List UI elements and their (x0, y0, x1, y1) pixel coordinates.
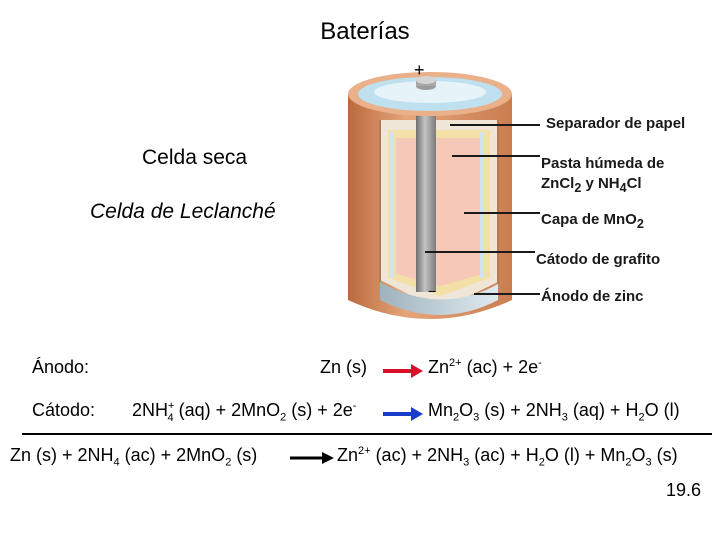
label-separador: Separador de papel (546, 115, 686, 132)
reaction-catodo-reactants: 2NH+4 (aq) + 2MnO2 (s) + 2e- (132, 400, 357, 424)
label-catodo-grafito: Cátodo de grafito (536, 251, 661, 268)
label-pasta: Pasta húmeda de ZnCl2 y NH4Cl (541, 155, 665, 195)
reaction-overall-products: Zn2+ (ac) + 2NH3 (ac) + H2O (l) + Mn2O3 … (337, 445, 678, 469)
reaction-anodo-label: Ánodo: (32, 357, 90, 377)
reaction-anodo-products: Zn2+ (ac) + 2e- (428, 357, 542, 377)
graphite-rod (416, 82, 436, 292)
label-leader-lines (425, 124, 540, 295)
minus-sign: − (428, 283, 436, 299)
reaction-arrow-anodo (383, 364, 423, 378)
separator-strip-left (390, 132, 394, 278)
reaction-arrow-catodo (383, 407, 423, 421)
cell-base (380, 282, 498, 315)
reaction-catodo-label: Cátodo: (32, 400, 96, 420)
label-anodo-zinc: Ánodo de zinc (541, 288, 644, 305)
reaction-catodo-products: Mn2O3 (s) + 2NH3 (aq) + H2O (l) (428, 400, 680, 424)
label-capa: Capa de MnO2 (541, 211, 644, 231)
page-title: Baterías (320, 18, 410, 45)
terminal-top-face (416, 76, 436, 84)
dry-cell-diagram: + − (348, 60, 512, 319)
page-number: 19.6 (666, 480, 702, 500)
label-pasta-line1: Pasta húmeda de (541, 155, 665, 172)
label-celda-seca: Celda seca (142, 146, 248, 169)
plus-sign: + (414, 60, 425, 80)
reaction-overall-reactants: Zn (s) + 2NH4 (ac) + 2MnO2 (s) (10, 445, 258, 469)
top-seal-inner (374, 81, 486, 103)
label-celda-leclanche: Celda de Leclanché (90, 200, 276, 223)
separator-strip-right (480, 132, 484, 278)
reaction-anodo-reactants: Zn (s) (320, 357, 367, 377)
reaction-divider-line (22, 433, 712, 435)
reaction-arrow-overall (290, 452, 334, 464)
